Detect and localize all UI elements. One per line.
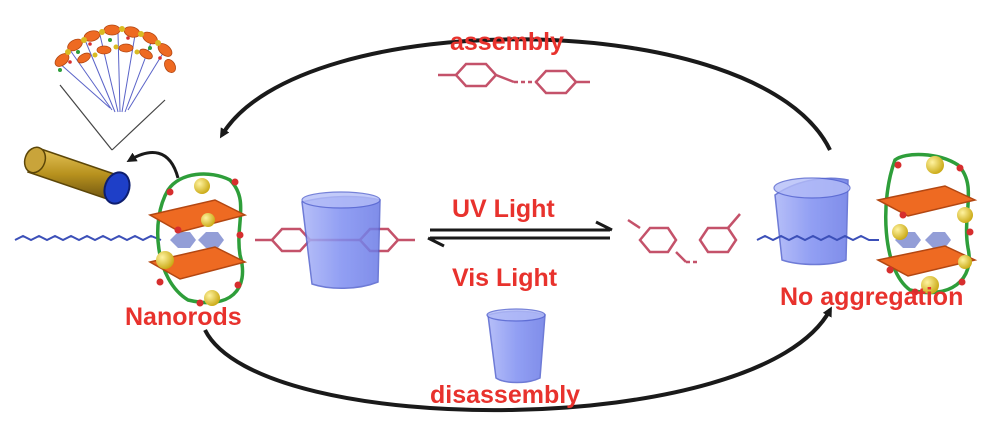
- azobenzene-trans-icon: [438, 62, 590, 95]
- magnification-lines: [59, 84, 166, 151]
- nanorods-label: Nanorods: [125, 303, 242, 331]
- assembly-cluster-icon: [54, 24, 176, 113]
- to-nanorod-arrow: [126, 151, 180, 179]
- no-aggregation-label: No aggregation: [780, 283, 964, 311]
- disassembly-arc-arrow: [203, 306, 832, 413]
- nanorod-icon: [23, 146, 131, 205]
- vis-light-label: Vis Light: [452, 264, 558, 292]
- uv-light-label: UV Light: [452, 195, 555, 223]
- assembly-arc-arrow: [219, 37, 832, 151]
- disassembly-label: disassembly: [430, 381, 581, 409]
- alkyl-chain-right: [756, 234, 879, 242]
- cyclodextrin-icon: [773, 177, 851, 266]
- cyclodextrin-icon: [486, 308, 546, 384]
- host-guest-complex: [255, 191, 415, 290]
- azobenzene-cis-icon: [627, 213, 741, 264]
- assembly-label: assembly: [450, 28, 564, 56]
- macrocycle-icon: [875, 152, 978, 296]
- cyclodextrin-icon: [301, 195, 381, 290]
- macrocycle-icon: [147, 172, 248, 307]
- equilibrium-arrows: [427, 220, 613, 248]
- alkyl-chain-left: [14, 234, 162, 242]
